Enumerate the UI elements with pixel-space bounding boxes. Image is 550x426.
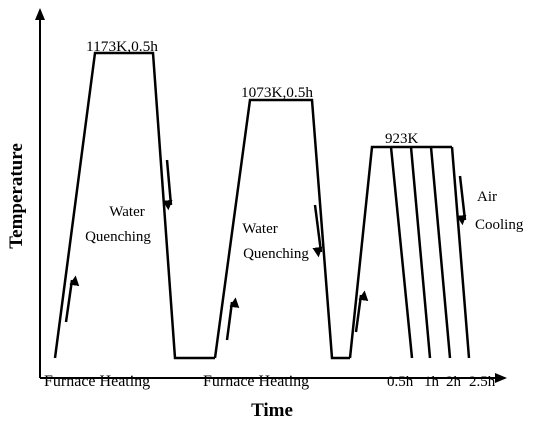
cooling-line-2h bbox=[429, 146, 452, 359]
y-axis-label: Temperature bbox=[6, 143, 27, 249]
stage3-peak-label: 923K bbox=[385, 131, 419, 147]
cooling-arrow bbox=[456, 175, 467, 226]
stage3-curve bbox=[348, 145, 452, 359]
cooling-line-2.5h bbox=[450, 146, 471, 359]
time-label-0.5h: 0.5h bbox=[387, 374, 414, 390]
x-axis-label: Time bbox=[251, 400, 293, 421]
direction-arrows bbox=[64, 159, 467, 341]
heating-arrow-2 bbox=[225, 297, 240, 341]
quench-arrow-1 bbox=[162, 159, 173, 211]
cooling-line-0.5h bbox=[389, 146, 414, 359]
stage2-peak-label: 1073K,0.5h bbox=[241, 85, 313, 101]
time-label-2.5h: 2.5h bbox=[469, 374, 496, 390]
time-label-2h: 2h bbox=[446, 374, 462, 390]
heating-arrow-1 bbox=[64, 275, 80, 323]
stage1-peak-label: 1173K,0.5h bbox=[86, 39, 159, 55]
axes bbox=[35, 8, 507, 383]
stage1-heat-label: Furnace Heating bbox=[44, 373, 150, 390]
stage3-cool-label-2: Cooling bbox=[475, 217, 524, 233]
stage2-quench-label-2: Quenching bbox=[243, 246, 309, 262]
temperature-profile bbox=[53, 51, 471, 360]
stage3-cool-label-1: Air bbox=[477, 189, 497, 205]
stage2-quench-label-1: Water bbox=[242, 221, 277, 237]
cooling-line-1h bbox=[409, 146, 432, 359]
time-label-1h: 1h bbox=[424, 374, 440, 390]
stage2-heat-label: Furnace Heating bbox=[203, 373, 309, 390]
heating-arrow-3 bbox=[354, 290, 369, 333]
stage1-curve bbox=[53, 51, 215, 360]
stage1-quench-label-1: Water bbox=[109, 204, 144, 220]
quench-arrow-2 bbox=[312, 204, 323, 258]
stage1-quench-label-2: Quenching bbox=[85, 229, 151, 245]
stage2-curve bbox=[213, 98, 350, 360]
